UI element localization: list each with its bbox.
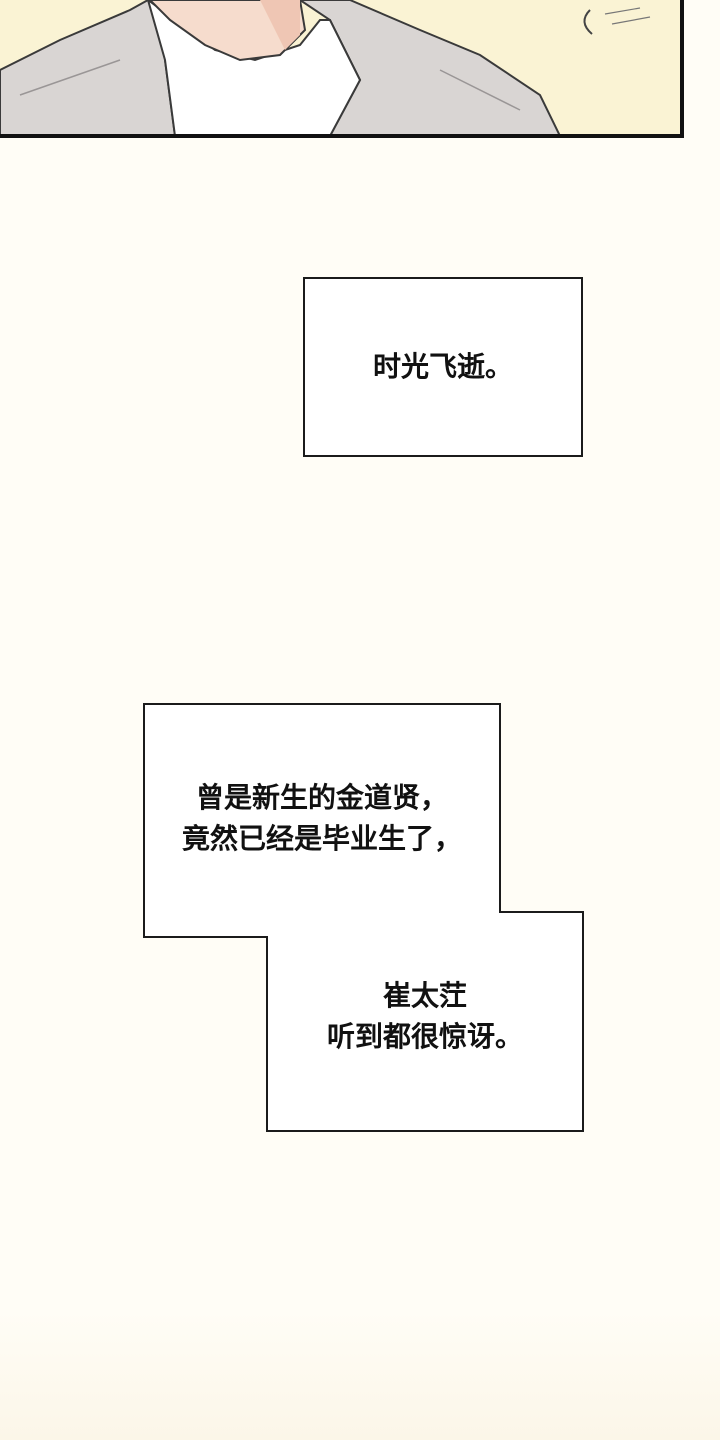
narration-box-1: 时光飞逝。 bbox=[303, 277, 583, 457]
motion-mark bbox=[583, 9, 593, 35]
page-bottom-fade bbox=[0, 1310, 720, 1440]
neck bbox=[148, 0, 307, 62]
box-shape bbox=[143, 703, 584, 1132]
narration-text-1: 时光飞逝。 bbox=[372, 350, 513, 384]
illustration-panel bbox=[0, 0, 720, 140]
motion-mark bbox=[604, 7, 641, 15]
fold-line bbox=[439, 69, 521, 111]
narration-text-2a: 曾是新生的金道贤， 竟然已经是毕业生了， bbox=[181, 781, 462, 855]
character-illustration-icon bbox=[0, 0, 684, 138]
motion-mark bbox=[611, 16, 651, 25]
stepped-box-outline bbox=[143, 703, 584, 1132]
fold-line bbox=[19, 59, 121, 96]
neck-shadow bbox=[260, 0, 300, 50]
panel-border bbox=[0, 0, 684, 138]
narration-text-2b: 崔太茳 听到都很惊讶。 bbox=[326, 979, 523, 1053]
narration-box-2: 曾是新生的金道贤， 竟然已经是毕业生了， 崔太茳 听到都很惊讶。 bbox=[143, 703, 585, 1133]
